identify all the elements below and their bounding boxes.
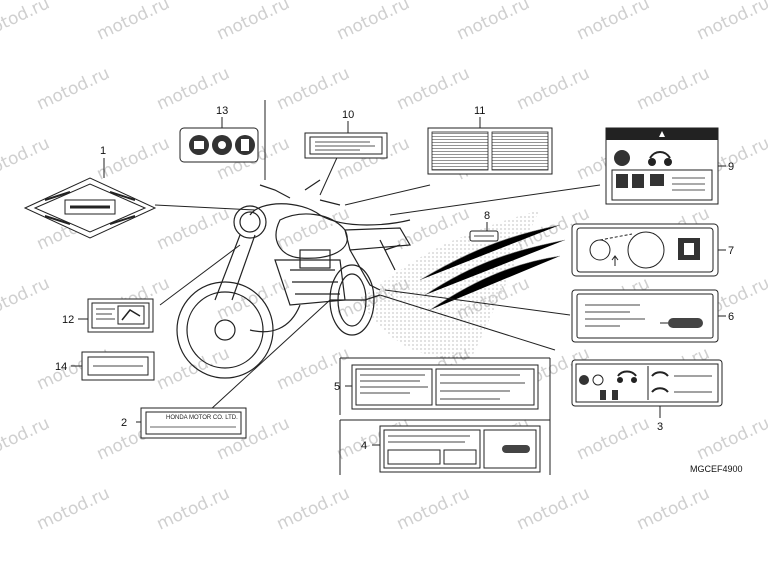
callout-numbers: 1 2 3 4 5 6 7 8 9 10 11 12 13 14 xyxy=(55,105,734,452)
label-7-gauge-decal xyxy=(571,223,719,277)
label-9-warning-decal xyxy=(605,127,719,205)
watermark-text: motod.ru xyxy=(274,63,353,114)
label-6-text-decal xyxy=(571,289,719,343)
watermark-text: motod.ru xyxy=(574,0,653,45)
label-14-plain-decal xyxy=(81,351,155,381)
callout-7: 7 xyxy=(728,245,734,257)
motorcycle-illustration xyxy=(176,179,412,379)
watermark-text: motod.ru xyxy=(394,483,473,534)
label-5-twin-panel xyxy=(351,364,539,410)
watermark-text: motod.ru xyxy=(34,483,113,534)
callout-1: 1 xyxy=(100,145,106,157)
watermark-text: motod.ru xyxy=(574,413,653,464)
watermark-text: motod.ru xyxy=(34,63,113,114)
callout-2: 2 xyxy=(121,417,127,429)
watermark-text: motod.ru xyxy=(514,483,593,534)
watermark-text: motod.ru xyxy=(694,0,768,45)
watermark-text: motod.ru xyxy=(274,483,353,534)
label-2-plate-decal: HONDA MOTOR CO. LTD. xyxy=(140,407,247,439)
callout-4: 4 xyxy=(361,440,367,452)
watermark-text: motod.ru xyxy=(214,0,293,45)
wing-decoration xyxy=(360,210,566,360)
watermark-text: motod.ru xyxy=(334,0,413,45)
watermark-text: motod.ru xyxy=(634,63,713,114)
figure-code: MGCEF4900 xyxy=(690,464,743,474)
callout-11: 11 xyxy=(474,105,485,117)
watermark-text: motod.ru xyxy=(94,0,173,45)
watermark-text: motod.ru xyxy=(514,63,593,114)
label-4-twin-panel xyxy=(379,425,541,473)
bracket-lines xyxy=(264,100,551,475)
callout-13: 13 xyxy=(216,105,228,117)
watermark-text: motod.ru xyxy=(0,133,53,184)
watermark-text: motod.ru xyxy=(0,273,53,324)
label-10-text-decal xyxy=(304,132,388,159)
watermark-text: motod.ru xyxy=(694,413,768,464)
watermark-text: motod.ru xyxy=(154,203,233,254)
callout-5: 5 xyxy=(334,381,340,393)
label-11-twin-text-panel xyxy=(427,127,553,175)
watermark-text: motod.ru xyxy=(214,273,293,324)
callout-6: 6 xyxy=(728,311,734,323)
callout-3: 3 xyxy=(657,421,663,433)
callout-ticks xyxy=(71,117,726,446)
watermark-text: motod.ru xyxy=(454,0,533,45)
watermark-text: motod.ru xyxy=(154,483,233,534)
label-2-plate-text: HONDA MOTOR CO. LTD. xyxy=(166,415,238,421)
watermark-text: motod.ru xyxy=(0,0,53,45)
watermark-text: motod.ru xyxy=(634,483,713,534)
label-12-info-decal xyxy=(87,298,154,333)
label-1-diamond-decal xyxy=(23,177,157,239)
callout-12: 12 xyxy=(62,314,74,326)
watermark-text: motod.ru xyxy=(0,413,53,464)
label-8-small-tag xyxy=(469,230,499,242)
callout-8: 8 xyxy=(484,210,490,222)
watermark-text: motod.ru xyxy=(394,63,473,114)
watermark-text: motod.ru xyxy=(94,133,173,184)
callout-10: 10 xyxy=(342,109,354,121)
label-13-icon-strip xyxy=(179,127,259,163)
watermark-text: motod.ru xyxy=(274,343,353,394)
label-3-pictogram-decal xyxy=(571,359,723,407)
callout-14: 14 xyxy=(55,361,67,373)
callout-9: 9 xyxy=(728,161,734,173)
